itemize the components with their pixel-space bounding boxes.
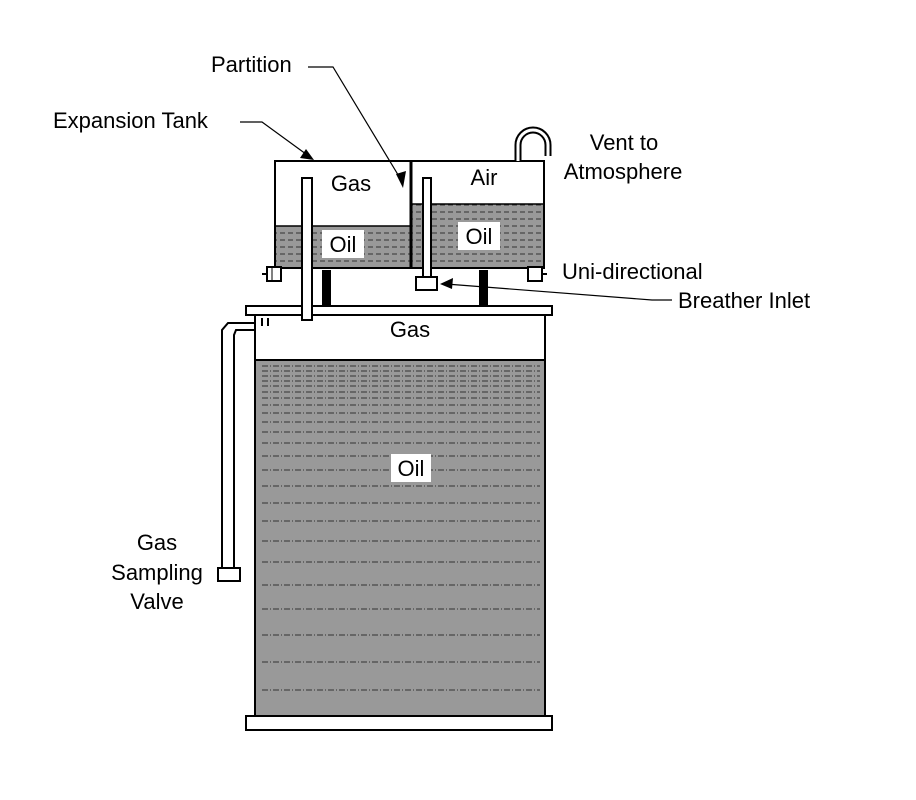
callout-leaders	[240, 66, 672, 301]
breather-inlet-label: Breather Inlet	[678, 288, 810, 313]
vent-label-line2: Atmosphere	[564, 159, 683, 184]
breather-arrowhead	[440, 278, 453, 289]
partition-label: Partition	[211, 52, 292, 77]
gas-sampling-valve	[217, 567, 241, 582]
main-oil-label-bg	[391, 454, 431, 482]
expansion-right-air	[411, 161, 544, 204]
left-drain-fitting	[262, 266, 282, 282]
expansion-left-oil-label-bg	[322, 230, 364, 258]
unidirectional-label: Uni-directional	[562, 259, 703, 284]
expansion-left-gas-label: Gas	[331, 171, 371, 196]
expansion-tank-leader	[240, 121, 311, 158]
support-right	[479, 270, 488, 306]
partition-arrowhead	[396, 171, 406, 188]
main-tank: Oil Gas	[245, 305, 553, 731]
expansion-right-oil-label: Oil	[466, 224, 493, 249]
expansion-right-air-label: Air	[471, 165, 498, 190]
expansion-tank-arrowhead	[300, 149, 314, 160]
main-tank-base	[245, 715, 553, 731]
gas-sampling-label-line1: Gas	[137, 530, 177, 555]
breather-inlet-leader	[445, 283, 672, 301]
expansion-left-oil-label: Oil	[330, 232, 357, 257]
expansion-tank: Gas Oil Air Oil	[262, 126, 552, 321]
gas-sampling-label-line2: Sampling	[111, 560, 203, 585]
gas-sampling-label-line3: Valve	[130, 589, 183, 614]
support-left	[322, 270, 331, 306]
main-gas-label: Gas	[390, 317, 430, 342]
main-oil-lines	[262, 365, 540, 691]
vent-label-line1: Vent to	[590, 130, 659, 155]
breather-inlet-valve	[415, 276, 438, 291]
expansion-right-oil-label-bg	[458, 222, 500, 250]
expansion-tank-label: Expansion Tank	[53, 108, 209, 133]
partition-leader	[308, 66, 404, 184]
callout-arrowheads	[300, 149, 453, 289]
gas-sampling-pipe	[221, 318, 269, 568]
main-oil-label: Oil	[398, 456, 425, 481]
main-tank-oil	[254, 359, 546, 717]
gas-connecting-pipe	[301, 177, 313, 321]
expansion-left-gas	[275, 161, 411, 226]
main-tank-cover	[245, 305, 553, 316]
breather-pipe	[422, 177, 432, 279]
right-drain-fitting	[527, 266, 547, 282]
